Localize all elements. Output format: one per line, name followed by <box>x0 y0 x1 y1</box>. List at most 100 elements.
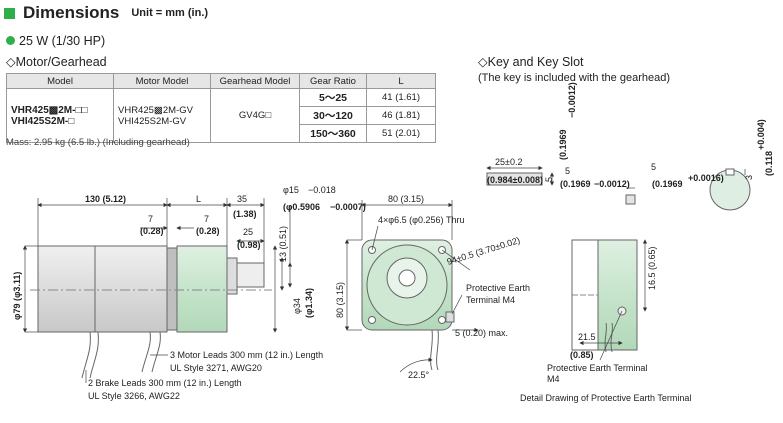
bullet-icon <box>6 36 15 45</box>
gearhead-body <box>176 245 228 333</box>
key-0984-label: (0.984±0.008) <box>487 175 543 185</box>
dim-phi79-label: φ79 (φ3.11) <box>12 272 22 320</box>
key-1969a-label: (0.1969 <box>558 129 568 160</box>
detail-caption: Detail Drawing of Protective Earth Termi… <box>520 393 691 403</box>
table-row: 150～360 51 (2.01) <box>7 124 436 143</box>
pe-label-2: Terminal M4 <box>466 295 515 305</box>
motor-model-cell: VHR425▩2M-GV VHI425S2M-GV <box>113 88 211 143</box>
front-dimension-lines <box>344 200 479 373</box>
key-side <box>486 172 543 186</box>
detail-165-label: 16.5 (0.65) <box>647 246 657 290</box>
dim-25-label: 25 <box>243 227 253 237</box>
leader-pe <box>451 294 463 315</box>
key-5-label: 5 <box>544 177 554 182</box>
angle-arc <box>399 357 433 373</box>
key-0118-tol: +0.004) <box>756 119 766 150</box>
front-leads <box>430 329 433 371</box>
dim-l-label: L <box>196 194 201 204</box>
dim-phi34-label: φ34 <box>292 298 302 314</box>
dim-028a-label: (0.28) <box>140 226 164 236</box>
unit-label: Unit = mm (in.) <box>131 7 209 19</box>
motor-model-2: VHI425S2M-GV <box>118 115 187 127</box>
ratio-cell: 5～25 <box>299 88 367 107</box>
angle-label: 22.5° <box>408 370 430 380</box>
detail-dimension-lines <box>579 239 648 361</box>
ratio-cell: 150～360 <box>299 124 367 143</box>
title-marker-icon <box>4 7 15 19</box>
col-model: Model <box>6 73 114 89</box>
table-row: 30～120 46 (1.81) <box>7 106 436 125</box>
title-text: Dimensions <box>23 3 120 22</box>
col-gear-ratio: Gear Ratio <box>299 73 367 89</box>
earth-detail-drawing <box>571 239 638 353</box>
key-section <box>625 194 636 205</box>
dim-94-label: 94±0.5 (3.70±0.02) <box>446 235 522 267</box>
motor-leads-style: UL Style 3271, AWG20 <box>170 363 262 373</box>
shaft-circle <box>398 269 416 287</box>
power-label: 25 W (1/30 HP) <box>6 34 105 48</box>
output-shaft <box>236 262 265 288</box>
motor-side-view <box>30 245 272 379</box>
dim-5-label: 5 (0.20) max. <box>455 328 508 338</box>
dim-80-side-label: 80 (3.15) <box>335 282 345 318</box>
dim-phi15-tol: −0.018 <box>308 185 336 195</box>
brake-leads-style: UL Style 3266, AWG22 <box>88 391 180 401</box>
front-leads <box>436 329 439 371</box>
l-cell: 51 (2.01) <box>366 124 436 143</box>
brake-leads <box>81 331 91 379</box>
motor-model-1: VHR425▩2M-GV <box>118 104 193 116</box>
dim-138-label: (1.38) <box>233 209 257 219</box>
dim-phi5906-tol: −0.0007) <box>330 202 366 212</box>
motor-leads <box>151 331 161 373</box>
key-5c-label: 5 <box>651 162 656 172</box>
detail-lead <box>604 322 607 353</box>
dim-phi134-label: (φ1.34) <box>304 288 314 318</box>
motor-leads-label: 3 Motor Leads 300 mm (12 in.) Length <box>170 350 323 360</box>
earth-terminal <box>445 311 455 323</box>
page-title: Dimensions Unit = mm (in.) <box>4 3 208 23</box>
spec-table: Model Motor Model Gearhead Model Gear Ra… <box>6 73 436 143</box>
key-dimension-lines <box>486 165 746 189</box>
mount-hole <box>368 316 376 324</box>
dim-35-label: 35 <box>237 194 247 204</box>
model-cell: VHR425▩2M-□□ VHI425S2M-□ <box>6 88 114 143</box>
model-1: VHR425▩2M-□□ <box>11 104 88 116</box>
front-view <box>361 239 455 371</box>
key-1969a-tol: −0.0012) <box>567 82 577 118</box>
dim-phi5906-label: (φ0.5906 <box>283 202 320 212</box>
key-1969c-label: (0.1969 <box>652 179 683 189</box>
mass-note: Mass: 2.95 kg (6.5 lb.) (Including gearh… <box>6 137 190 148</box>
gearhead-boss <box>226 257 238 295</box>
dim-80-top-label: 80 (3.15) <box>388 194 424 204</box>
dim-028b-label: (0.28) <box>196 226 220 236</box>
leader-detail-pe <box>599 310 623 361</box>
pe-label-1: Protective Earth <box>466 283 530 293</box>
brake-leads <box>89 331 99 379</box>
brake-leads-label: 2 Brake Leads 300 mm (12 in.) Length <box>88 378 242 388</box>
table-row: VHR425▩2M-□□ VHI425S2M-□ VHR425▩2M-GV VH… <box>6 88 436 143</box>
key-25-label: 25±0.2 <box>495 157 522 167</box>
motor-gearhead-heading: ◇Motor/Gearhead <box>6 55 107 69</box>
key-note: (The key is included with the gearhead) <box>478 72 670 84</box>
mount-hole <box>438 316 446 324</box>
side-dimension-lines <box>22 198 293 383</box>
dim-7a-label: 7 <box>148 214 153 224</box>
key-1969b-tol: −0.0012) <box>594 179 630 189</box>
dim-13-label: 13 (0.51) <box>278 226 288 262</box>
gearhead-cell: GV4G□ <box>210 88 300 143</box>
key-heading: ◇Key and Key Slot <box>478 55 584 69</box>
leader-94 <box>441 249 471 271</box>
power-text: 25 W (1/30 HP) <box>19 34 106 48</box>
dim-130-label: 130 (5.12) <box>85 194 126 204</box>
dim-098-label: (0.98) <box>237 240 261 250</box>
motor-body-rear <box>37 245 96 333</box>
leader-holes <box>371 225 379 251</box>
dim-7b-label: 7 <box>204 214 209 224</box>
detail-085-label: (0.85) <box>570 350 594 360</box>
key-1969b-label: (0.1969 <box>560 179 591 189</box>
table-header-row: Model Motor Model Gearhead Model Gear Ra… <box>6 73 436 89</box>
motor-body-front <box>94 245 168 333</box>
key-drawing <box>486 168 751 211</box>
detail-lead <box>610 322 613 353</box>
